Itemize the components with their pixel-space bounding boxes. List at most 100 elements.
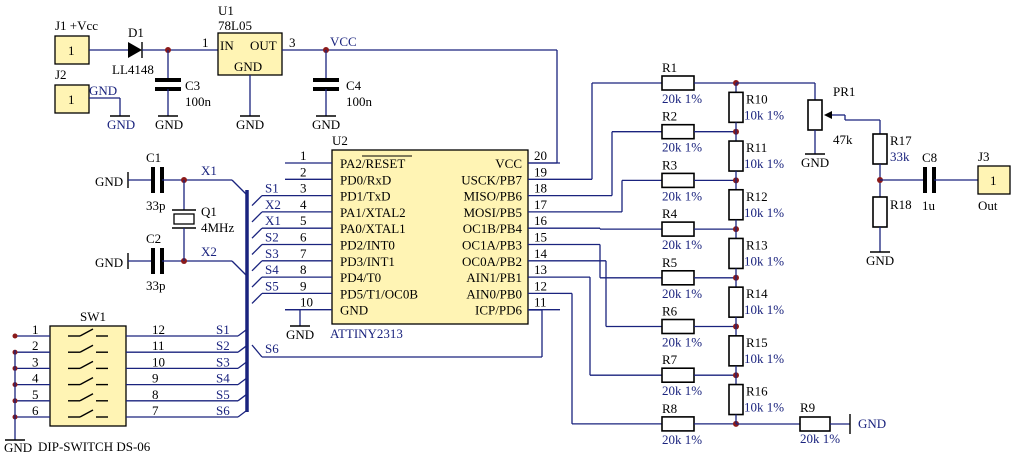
resistor-ladder [661, 123, 695, 140]
u2-value: ATTINY2313 [330, 326, 403, 341]
u2-pin-num: 11 [534, 295, 547, 310]
ladder-v-value: 10k 1% [744, 400, 784, 415]
pr1-value: 47k [833, 132, 853, 147]
sw1-pin-left: 2 [32, 338, 39, 353]
j1-pin: 1 [68, 43, 75, 58]
ladder-v-value: 10k 1% [744, 253, 784, 268]
u2-pin-num: 9 [300, 278, 307, 293]
sw1-net: S5 [216, 387, 230, 402]
sw1-ref: SW1 [80, 309, 106, 324]
d1-ref: D1 [128, 25, 144, 40]
ladder-v-value: 10k 1% [744, 107, 784, 122]
u2-pin-name: AIN1/PB1 [466, 270, 522, 285]
u2-pin-num: 4 [300, 197, 307, 212]
j3-connector [977, 165, 1011, 195]
u2-pin-name: PA0/XTAL1 [340, 221, 406, 236]
x1-label: X1 [201, 163, 217, 178]
ladder-r-value: 20k 1% [662, 140, 702, 155]
c1-ref: C1 [146, 150, 161, 165]
u2-pin-net: S1 [265, 181, 279, 196]
u2-pin-net: S5 [265, 278, 279, 293]
c1-value: 33p [146, 198, 166, 213]
u1-out: OUT [250, 38, 277, 53]
r17-ref: R17 [890, 133, 912, 148]
sw1-net: S1 [216, 322, 230, 337]
u2-pin-name: USCK/PB7 [461, 172, 522, 187]
u2-pin-name: AIN0/PB0 [466, 286, 522, 301]
j3-pin: 1 [990, 173, 997, 188]
u2-pin-num: 19 [534, 164, 547, 179]
u2-pin-num: 18 [534, 181, 547, 196]
j2-net: GND [89, 83, 117, 98]
gnd-c2: GND [95, 255, 123, 270]
u2-pin-num: 20 [534, 148, 547, 163]
resistor-r17 [872, 133, 888, 165]
u2-pin-name: PA2/RESET [340, 156, 405, 171]
ladder-v-ref: R13 [746, 237, 768, 252]
pr1-ref: PR1 [833, 84, 855, 99]
potentiometer-pr1 [807, 99, 823, 131]
sw1-pin-left: 4 [32, 371, 39, 386]
crystal-q1 [173, 213, 195, 225]
gnd-c4: GND [312, 117, 340, 132]
j2-pin: 1 [68, 92, 75, 107]
r17-value: 33k [890, 149, 910, 164]
sw1-net: S6 [216, 403, 230, 418]
gnd-r18: GND [866, 253, 894, 268]
ladder-r-ref: R1 [662, 60, 677, 75]
resistor-ladder [661, 75, 695, 91]
ladder-v-value: 10k 1% [744, 205, 784, 220]
u2-pin-name: PD1/TxD [340, 189, 391, 204]
u2-pin-net: S4 [265, 262, 279, 277]
q1-value: 4MHz [201, 220, 234, 235]
u2-pin-num: 17 [534, 197, 548, 212]
u2-pin-name: PD0/RxD [340, 172, 391, 187]
sw1-pin-right: 7 [152, 403, 159, 418]
sw1-pin-left: 3 [32, 354, 39, 369]
u2-pin-num: 13 [534, 262, 547, 277]
c8-value: 1u [922, 198, 936, 213]
u2-pin-num: 1 [300, 148, 307, 163]
u1-pin-in: 1 [202, 35, 209, 50]
u2-pin-name: OC1A/PB3 [462, 238, 522, 253]
x2-label: X2 [201, 244, 217, 259]
j3-label: Out [978, 198, 998, 213]
j1-ref: J1 +Vcc [55, 18, 98, 33]
sw1-pin-left: 5 [32, 387, 39, 402]
sw1-pin-right: 12 [152, 322, 165, 337]
u2-pin-num: 6 [300, 230, 307, 245]
j3-ref: J3 [978, 149, 990, 164]
u2-pin-num: 3 [300, 181, 307, 196]
ladder-r-value: 20k 1% [662, 91, 702, 106]
sw1-value: DIP-SWITCH DS-06 [38, 439, 151, 454]
resistor-ladder-vertical [728, 140, 744, 172]
u2-pin-name: PD4/T0 [340, 270, 381, 285]
ladder-v-value: 10k 1% [744, 351, 784, 366]
resistor-ladder [661, 318, 695, 335]
u1-regulator [217, 32, 283, 76]
ladder-r-ref: R5 [662, 255, 677, 270]
u2-pin-net: X2 [265, 197, 281, 212]
u2-pin-name: MOSI/PB5 [463, 205, 522, 220]
c2-value: 33p [146, 278, 166, 293]
ladder-r-value: 20k 1% [662, 286, 702, 301]
u2-pin-name: PA1/XTAL2 [340, 205, 406, 220]
gnd-pr1: GND [801, 155, 829, 170]
ladder-v-value: 10k 1% [744, 302, 784, 317]
resistor-ladder [661, 367, 695, 384]
u2-pin-num: 7 [300, 246, 307, 261]
ladder-r-ref: R6 [662, 304, 678, 319]
vcc-label: VCC [330, 34, 357, 49]
sw1-net: S3 [216, 354, 230, 369]
r9-value: 20k 1% [800, 431, 840, 446]
c3-value: 100n [185, 94, 212, 109]
c3-ref: C3 [185, 78, 200, 93]
gnd-j2: GND [107, 117, 135, 132]
resistor-r18 [872, 196, 888, 228]
ladder-v-ref: R12 [746, 189, 768, 204]
u2-pin-name: ICP/PD6 [475, 303, 522, 318]
c8-ref: C8 [922, 150, 937, 165]
resistor-ladder [661, 416, 695, 432]
s6-label: S6 [265, 341, 279, 356]
